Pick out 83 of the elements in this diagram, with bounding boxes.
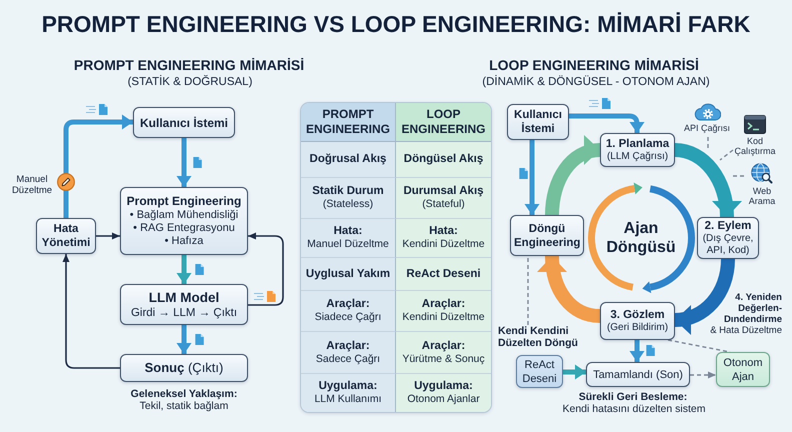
- tool-label: API Çağrısı: [684, 123, 730, 133]
- process-box: [510, 215, 584, 256]
- table-cell: Uyglusal Yakım: [301, 258, 396, 291]
- cycle-label: Ajan Döngüsü: [605, 219, 677, 257]
- step-detail: (LLM Çağrısı): [606, 151, 668, 163]
- tool-label: Web Arama: [748, 186, 776, 206]
- section-subtitle: (DİNAMİK & DÖNGÜSEL - OTONOM AJAN): [482, 75, 710, 89]
- process-box: [120, 187, 248, 255]
- table-cell: Döngüsel Akış: [396, 142, 491, 178]
- table-cell: Araçlar: Siadece Çağrı: [301, 291, 396, 332]
- table-cell: Araçlar: Sadece Çağrı: [301, 332, 396, 374]
- table-cell: Durumsal Akış (Stateful): [396, 178, 491, 219]
- section-title: LOOP ENGINEERING MİMARİSİ: [489, 57, 699, 74]
- diagram-title: PROMPT ENGINEERING VS LOOP ENGINEERING: MİMARİ FARK: [42, 10, 750, 38]
- note-heading: Sürekli Geri Besleme:: [578, 391, 688, 403]
- process-box: [507, 104, 569, 140]
- table-cell: Uygulama: Otonom Ajanlar: [396, 374, 491, 412]
- process-box: [600, 302, 675, 340]
- table-cell: Hata: Kendini Düzeltme: [396, 219, 491, 258]
- annotation-text: 4. Yeniden Değerlen- Dındendirme & Hata Düzeltme: [709, 292, 782, 336]
- box-label: Otonom Ajan: [722, 356, 764, 384]
- process-box: [600, 133, 675, 167]
- arrow: [176, 255, 192, 284]
- table-cell: ReAct Deseni: [396, 258, 491, 291]
- bullet-item: • Bağlam Mühendisliği: [130, 209, 238, 222]
- process-box: [120, 284, 248, 325]
- leader-line: [527, 256, 529, 325]
- section-subtitle: (STATİK & DOĞRUSAL): [128, 75, 252, 89]
- curved-arrow: [674, 258, 735, 334]
- arrow: [96, 232, 120, 240]
- arrow: [62, 254, 120, 369]
- curved-arrow: [538, 256, 601, 323]
- arrow: [64, 114, 133, 218]
- dashed-line: [707, 137, 709, 150]
- curved-arrow: [674, 143, 742, 218]
- note-text: Kendi hatasını düzelten sistem: [562, 403, 706, 415]
- arrow: [569, 114, 644, 133]
- box-title: Döngü Engineering: [514, 222, 580, 250]
- annotation-text: Kendi Kendini Düzelten Döngü: [498, 325, 578, 349]
- table-cell: Doğrusal Akış: [301, 142, 396, 178]
- table-cell: Hata: Manuel Düzeltme: [301, 219, 396, 258]
- arrow: [524, 140, 540, 215]
- step-title: 2. Eylem: [704, 219, 752, 233]
- arrow: [176, 325, 192, 354]
- table-cell: Araçlar: Yürütme & Sonuç: [396, 332, 491, 374]
- dashed-line: [720, 149, 734, 161]
- process-box: [120, 354, 248, 382]
- section-title: PROMPT ENGINEERING MİMARİSİ: [74, 57, 304, 74]
- step-title: 1. Planlama: [606, 137, 670, 151]
- box-subtitle: Girdi → LLM → Çıktı: [130, 306, 238, 320]
- dashed-arrow: [690, 372, 716, 378]
- curved-arrow: [545, 136, 601, 216]
- dashed-line: [730, 175, 744, 177]
- process-box: [716, 352, 770, 387]
- column-header: LOOP ENGINEERING: [396, 103, 491, 142]
- process-box: [697, 217, 759, 259]
- table-cell: Statik Durum (Stateless): [301, 178, 396, 219]
- process-box: [516, 355, 563, 388]
- bullet-item: • Hafıza: [164, 235, 204, 248]
- process-box: [586, 362, 690, 387]
- arrow: [248, 232, 284, 306]
- box-title: Kullanıcı İstemi: [513, 108, 563, 136]
- step-detail: (Geri Bildirim): [606, 322, 668, 334]
- annotation-text: Manuel Düzeltme: [10, 174, 54, 196]
- box-title: Kullanıcı İstemi: [140, 116, 228, 130]
- box-label: Sonuç (Çıktı): [144, 361, 224, 375]
- column-header: PROMPT ENGINEERING: [301, 103, 396, 142]
- box-label: ReAct Deseni: [521, 358, 558, 386]
- arrow: [630, 340, 644, 362]
- step-title: 3. Gözlem: [610, 308, 665, 322]
- box-title: Hata Yönetimi: [40, 222, 92, 250]
- process-box: [133, 107, 235, 138]
- arrow: [176, 138, 192, 187]
- box-title: Prompt Engineering: [126, 194, 242, 209]
- step-detail: (Dış Çevre, API, Kod): [702, 233, 754, 257]
- note-text: Tekil, statik bağlam: [140, 400, 228, 412]
- tool-label: Kod Çalıştırma: [733, 136, 776, 156]
- table-cell: Araçlar: Kendini Düzeltme: [396, 291, 491, 332]
- arrow: [563, 364, 586, 380]
- table-cell: Uygulama: LLM Kullanımı: [301, 374, 396, 412]
- box-label: Tamamlandı (Son): [593, 368, 683, 382]
- box-title: LLM Model: [148, 288, 220, 306]
- bullet-item: • RAG Entegrasyonu: [133, 222, 235, 235]
